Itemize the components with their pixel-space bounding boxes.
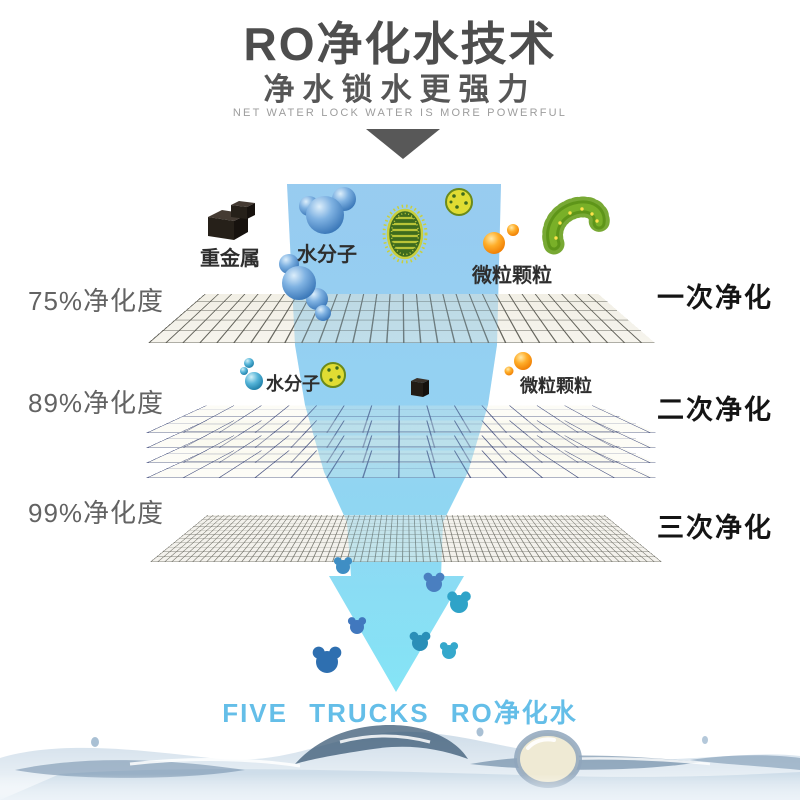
purity-label-2: 89%净化度 xyxy=(28,388,165,418)
stage-label-3: 三次净化 xyxy=(657,513,773,543)
microbe-dotted-icon xyxy=(320,362,346,388)
mesh-layer-2d xyxy=(146,450,656,478)
purity-label-1: 75%净化度 xyxy=(28,286,165,316)
stage-label-1: 一次净化 xyxy=(657,283,773,313)
heavy-metal-icon xyxy=(208,201,255,240)
particle-icon xyxy=(483,224,519,254)
stage-label-2: 二次净化 xyxy=(657,395,773,425)
purified-molecules xyxy=(312,557,471,673)
particles-label-1: 微粒颗粒 xyxy=(472,265,552,287)
mesh-layer-1 xyxy=(148,293,655,343)
mesh-layer-3 xyxy=(150,514,662,562)
microbe-dotted-icon xyxy=(445,188,473,216)
heavy-metal-label: 重金属 xyxy=(200,248,260,270)
water-molecule-icon xyxy=(299,187,356,234)
page-title: RO净化水技术 xyxy=(243,18,557,70)
water-molecule-label-1: 水分子 xyxy=(297,244,357,266)
particles-label-2: 微粒颗粒 xyxy=(520,376,592,396)
purity-label-3: 99%净化度 xyxy=(28,498,165,528)
microbe-striped-icon xyxy=(382,204,428,264)
heavy-metal-icon xyxy=(411,378,429,397)
page-subtitle: 净水锁水更强力 xyxy=(263,72,537,107)
bacteria-icon xyxy=(542,196,610,255)
english-tagline: NET WATER LOCK WATER IS MORE POWERFUL xyxy=(232,107,568,119)
water-molecule-label-2: 水分子 xyxy=(266,374,320,394)
down-arrow-icon xyxy=(366,129,440,159)
water-drop-icon xyxy=(514,730,582,788)
brand-line: FIVE TRUCKS RO净化水 xyxy=(222,698,578,728)
water-molecule-icon xyxy=(240,358,263,390)
